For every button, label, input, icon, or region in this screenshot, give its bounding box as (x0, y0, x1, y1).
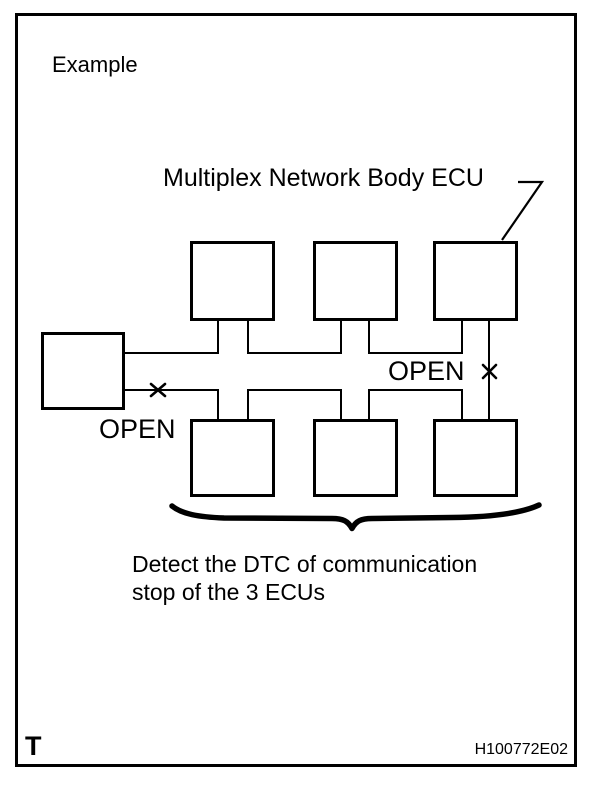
ecu-box-bottom-2 (313, 419, 398, 497)
upper-bus-wire-segment-3 (369, 352, 463, 354)
lower-bus-wire-segment-3 (369, 389, 463, 391)
ecu-box-bottom-3 (433, 419, 518, 497)
example-title: Example (52, 52, 138, 77)
top-box1-left-stub-wire (217, 318, 219, 354)
top-box1-right-stub-wire (247, 318, 249, 354)
top-box2-left-stub-wire (340, 318, 342, 354)
multiplex-network-body-ecu-label: Multiplex Network Body ECU (163, 164, 484, 192)
lower-bus-wire-segment-2 (247, 389, 342, 391)
bottom-box3-left-stub-wire (461, 389, 463, 422)
caption-line-1: Detect the DTC of communication (132, 551, 478, 577)
footer-page-letter: T (25, 731, 42, 761)
open-label-left: OPEN (99, 414, 176, 444)
ecu-box-top-3-body-ecu (433, 241, 518, 321)
figure-code: H100772E02 (474, 741, 568, 758)
bottom-box1-left-stub-wire (217, 389, 219, 422)
upper-bus-wire-segment-1 (124, 352, 219, 354)
ecu-box-left (41, 332, 125, 410)
ecu-box-bottom-1 (190, 419, 275, 497)
bottom-box2-left-stub-wire (340, 389, 342, 422)
bottom-box2-right-stub-wire (368, 389, 370, 422)
ecu-box-top-1 (190, 241, 275, 321)
open-label-right: OPEN (388, 356, 465, 386)
right-side-drop-wire (488, 318, 490, 422)
top-box2-right-stub-wire (368, 318, 370, 354)
caption-line-2: stop of the 3 ECUs (132, 579, 326, 605)
top-box3-left-stub-wire (461, 318, 463, 354)
bottom-box1-right-stub-wire (247, 389, 249, 422)
caption: Detect the DTC of communication stop of … (132, 550, 477, 606)
ecu-box-top-2 (313, 241, 398, 321)
upper-bus-wire-segment-2 (247, 352, 342, 354)
lower-bus-wire-segment-1 (124, 389, 219, 391)
